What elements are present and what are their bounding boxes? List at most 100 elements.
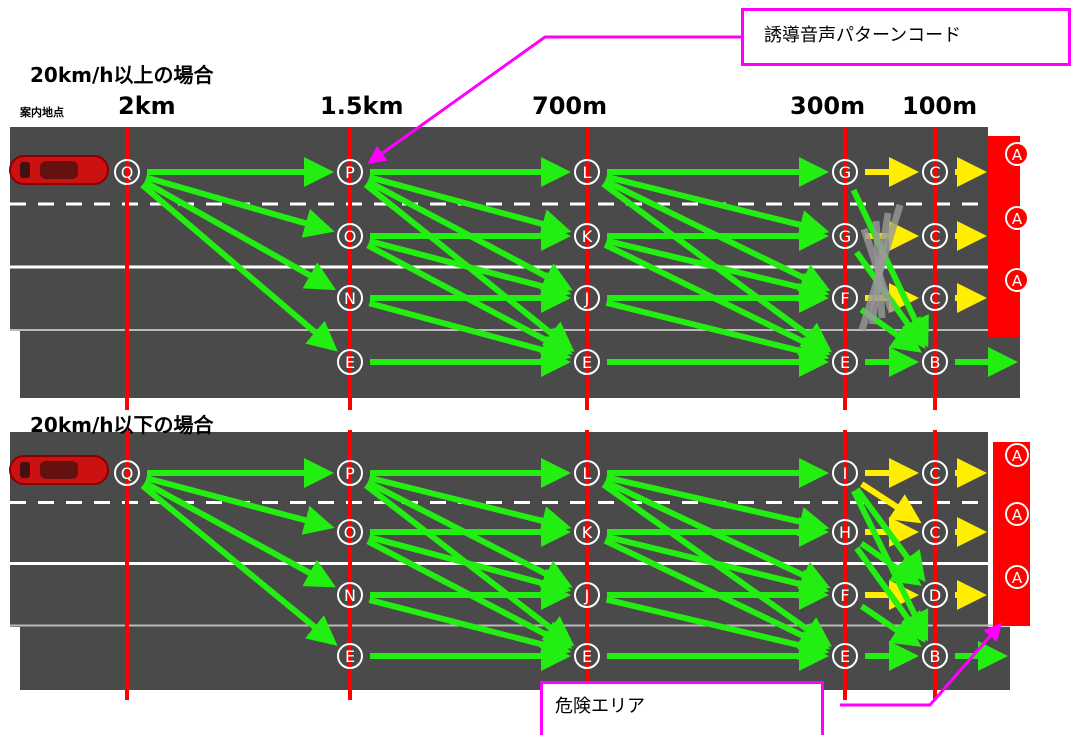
guidance-arrow: [368, 238, 572, 301]
node-circle: [922, 223, 948, 249]
guidance-arrow: [143, 479, 336, 588]
node-circle: [337, 349, 363, 375]
guidance-arrow: [145, 174, 335, 238]
node-circle: [337, 223, 363, 249]
node-label: L: [583, 464, 592, 483]
node-circle: [337, 159, 363, 185]
node-label: C: [929, 163, 940, 182]
node-label: N: [344, 289, 356, 308]
car-roof: [40, 161, 78, 179]
node-circle-danger: [1005, 565, 1029, 589]
node-circle-danger: [1005, 502, 1029, 526]
node-label: K: [582, 523, 593, 542]
guidance-arrow: [368, 174, 572, 239]
node-label: A: [1012, 272, 1023, 290]
guidance-arrow: [605, 173, 830, 240]
car-roof: [40, 461, 78, 479]
danger-area-label: 危険エリア: [555, 696, 645, 717]
car-icon: [9, 455, 109, 485]
node-circle: [337, 582, 363, 608]
speed-condition-title: 20km/h以下の場合: [30, 413, 215, 437]
guidance-arrow: [368, 300, 572, 365]
guidance-arrow: [368, 597, 572, 660]
node-circle: [832, 349, 858, 375]
guidance-arrow: [605, 533, 830, 599]
node-circle: [574, 223, 600, 249]
node-label: O: [344, 227, 357, 246]
guidance-arrow: [368, 534, 572, 598]
node-label: A: [1012, 447, 1023, 465]
node-label: C: [929, 289, 940, 308]
node-circle: [832, 519, 858, 545]
node-circle: [574, 643, 600, 669]
node-circle: [922, 460, 948, 486]
node-label: A: [1012, 146, 1023, 164]
node-circle: [337, 519, 363, 545]
node-label: E: [345, 353, 355, 372]
distance-label: 1.5km: [320, 92, 403, 120]
guidance-arrow: [859, 603, 922, 648]
node-circle: [922, 159, 948, 185]
danger-area: [988, 136, 1020, 338]
node-label: P: [345, 464, 355, 483]
guidance-arrow: [605, 299, 830, 366]
node-label: P: [345, 163, 355, 182]
node-circle: [922, 285, 948, 311]
car-icon: [9, 155, 109, 185]
guidance-arrow: [140, 182, 338, 352]
node-label: C: [929, 464, 940, 483]
danger-area-pointer: [840, 622, 1002, 707]
distance-label: 100m: [902, 92, 977, 120]
node-label: B: [930, 353, 941, 372]
node-circle: [114, 460, 140, 486]
node-label: O: [344, 523, 357, 542]
node-circle: [922, 643, 948, 669]
node-label: J: [584, 289, 590, 308]
node-label: E: [840, 647, 850, 666]
node-circle: [832, 223, 858, 249]
danger-area-callout: 危険エリア: [540, 681, 824, 735]
node-label: G: [839, 163, 851, 182]
node-circle-danger: [1005, 206, 1029, 230]
callout-pointer-layer: [367, 35, 1002, 707]
node-circle-danger: [1005, 142, 1029, 166]
distance-marker-layer: [125, 127, 937, 700]
car-window: [20, 162, 30, 178]
node-circle: [832, 159, 858, 185]
node-label: D: [929, 586, 941, 605]
node-circle: [574, 285, 600, 311]
node-circle: [114, 159, 140, 185]
node-label: C: [929, 227, 940, 246]
guidance-point-label: 案内地点: [19, 105, 64, 119]
node-circle: [832, 460, 858, 486]
node-label: L: [583, 163, 592, 182]
node-label: N: [344, 586, 356, 605]
node-circle: [574, 159, 600, 185]
guidance-arrow-yellow: [860, 481, 922, 524]
guidance-arrow: [145, 475, 335, 535]
node-label: A: [1012, 210, 1023, 228]
car-window: [20, 462, 30, 478]
guidance-arrow: [368, 474, 572, 536]
node-circle: [832, 285, 858, 311]
distance-label: 300m: [790, 92, 865, 120]
distance-label: 700m: [532, 92, 607, 120]
pattern-code-label: 誘導音声パターンコード: [764, 25, 962, 46]
node-label: J: [584, 586, 590, 605]
node-label: A: [1012, 506, 1023, 524]
node-label: I: [843, 464, 848, 483]
node-label: E: [582, 353, 592, 372]
node-label: C: [929, 523, 940, 542]
node-circle-danger: [1005, 268, 1029, 292]
guidance-arrow-layer: [140, 157, 1018, 671]
danger-area: [993, 442, 1030, 626]
node-circle: [574, 460, 600, 486]
guidance-arrow: [605, 474, 830, 537]
node-circle: [922, 349, 948, 375]
guidance-arrow: [605, 596, 830, 661]
node-label: A: [1012, 569, 1023, 587]
lane-change-hatch: [860, 227, 896, 314]
node-label: Q: [121, 163, 134, 182]
